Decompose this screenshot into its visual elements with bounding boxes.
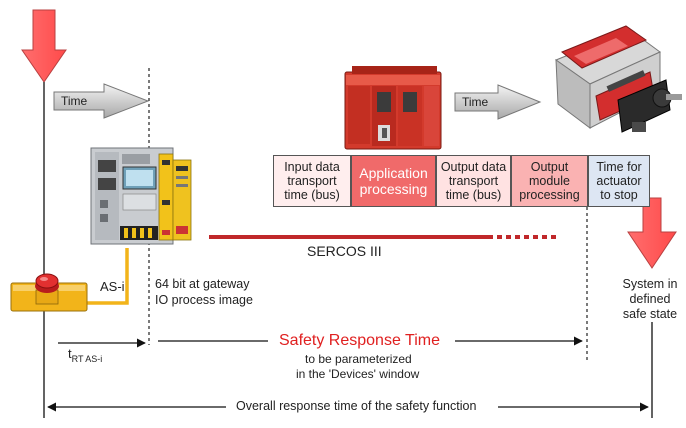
gateway-note-line2: IO process image bbox=[155, 293, 253, 307]
trt-sub: RT AS-i bbox=[71, 354, 103, 364]
safety-response-sub-line2: in the 'Devices' window bbox=[296, 367, 420, 381]
sercos-label: SERCOS III bbox=[307, 243, 382, 259]
time-arrow-1-icon bbox=[53, 83, 150, 119]
time-arrow-2-icon bbox=[454, 84, 542, 120]
start-arrow-icon bbox=[21, 9, 67, 83]
safety-response-sub-line1: to be parameterized bbox=[305, 352, 412, 366]
safe-state-line3: safe state bbox=[622, 307, 678, 321]
stage-output-transport: Output data transport time (bus) bbox=[436, 155, 511, 207]
stage-application-label: Application processing bbox=[359, 165, 428, 197]
stage-input-transport-label: Input data transport time (bus) bbox=[284, 160, 340, 202]
stage-application: Application processing bbox=[351, 155, 436, 207]
overall-response-label: Overall response time of the safety func… bbox=[236, 399, 477, 413]
stage-input-transport: Input data transport time (bus) bbox=[273, 155, 351, 207]
gateway-device-icon bbox=[90, 147, 192, 245]
stage-output-transport-label: Output data transport time (bus) bbox=[440, 160, 507, 202]
drive-device-icon bbox=[554, 25, 682, 133]
time-label-2: Time bbox=[462, 95, 489, 109]
plc-device-icon bbox=[344, 66, 442, 150]
time-label-1: Time bbox=[61, 94, 88, 108]
asi-label: AS-i bbox=[100, 279, 125, 294]
stage-output-module-label: Output module processing bbox=[519, 160, 580, 202]
trt-main: t bbox=[68, 346, 72, 361]
safety-response-title: Safety Response Time bbox=[279, 332, 440, 349]
end-arrow-icon bbox=[627, 197, 677, 269]
safe-state-line2: defined bbox=[629, 292, 671, 306]
safe-state-line1: System in bbox=[622, 277, 678, 291]
trt-asi-label: tRT AS-i bbox=[68, 346, 103, 364]
asi-cable bbox=[85, 248, 129, 305]
stage-actuator-stop-label: Time for actuator to stop bbox=[596, 160, 642, 202]
stage-actuator-stop: Time for actuator to stop bbox=[588, 155, 650, 207]
estop-device-icon bbox=[10, 273, 88, 312]
gateway-note-line1: 64 bit at gateway bbox=[155, 277, 250, 291]
stage-output-module: Output module processing bbox=[511, 155, 588, 207]
